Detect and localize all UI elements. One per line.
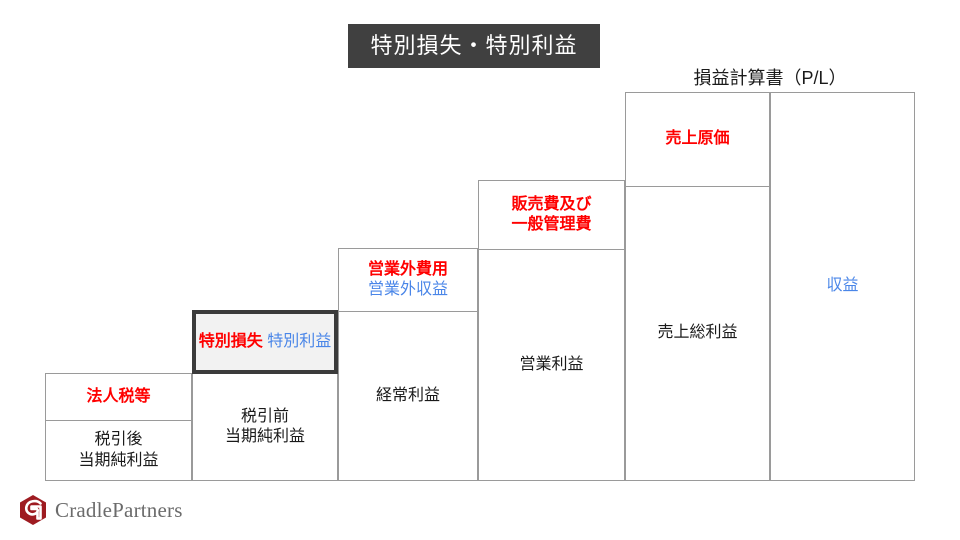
column-after-tax: 法人税等 税引後 当期純利益 [45,373,192,481]
cell-revenue: 収益 [771,93,914,480]
label-gross-profit: 売上総利益 [657,324,738,342]
label-non-operating-income: 営業外収益 [367,281,448,298]
cell-corporate-tax: 法人税等 [46,374,191,420]
label-net-income-after-tax: 税引後 当期純利益 [78,430,158,471]
pl-statement-header: 損益計算書（P/L） [693,68,847,88]
title-text: 特別損失・特別利益 [370,33,578,58]
label-sga-expenses: 販売費及び 一般管理費 [511,195,591,236]
cell-cost-of-sales: 売上原価 [626,93,769,186]
cell-sga-expenses: 販売費及び 一般管理費 [479,181,624,249]
label-pretax-net-income-line1: 税引前 [240,407,289,425]
cell-pretax-net-income: 税引前 当期純利益 [193,373,337,480]
column-gross-profit: 売上原価 売上総利益 [625,92,770,481]
column-ordinary-profit: 営業外費用 営業外収益 経常利益 [338,248,478,481]
label-cost-of-sales: 売上原価 [665,130,730,148]
cell-non-operating-items: 営業外費用 営業外収益 [339,249,477,311]
label-net-income-after-tax-line2: 当期純利益 [78,451,159,469]
cell-operating-profit: 営業利益 [479,249,624,480]
label-sga-line2: 一般管理費 [511,216,592,233]
cell-special-items-highlighted: 特別損失 特別利益 [192,310,338,374]
label-pretax-net-income: 税引前 当期純利益 [225,407,305,448]
label-operating-profit: 営業利益 [519,355,584,373]
label-corporate-tax: 法人税等 [86,387,151,405]
label-ordinary-profit: 経常利益 [375,386,440,404]
cradle-partners-hexagon-icon [18,494,48,526]
logo-wordmark: CradlePartners [55,497,183,522]
cell-ordinary-profit: 経常利益 [339,311,477,480]
label-net-income-after-tax-line1: 税引後 [94,431,143,449]
label-pretax-net-income-line2: 当期純利益 [224,428,305,445]
label-revenue: 収益 [826,277,859,295]
title-banner: 特別損失・特別利益 [348,24,600,68]
label-non-operating-items: 営業外費用 営業外収益 [368,260,448,301]
label-special-items: 特別損失 特別利益 [199,332,331,352]
column-operating-profit: 販売費及び 一般管理費 営業利益 [478,180,625,481]
cell-gross-profit: 売上総利益 [626,186,769,480]
label-sga-line1: 販売費及び [511,195,592,213]
column-revenue: 収益 [770,92,915,481]
label-special-gain: 特別利益 [267,332,332,350]
label-special-loss: 特別損失 [198,332,263,350]
company-logo: CradlePartners [18,494,183,526]
label-non-operating-expense: 営業外費用 [367,260,448,278]
cell-net-income-after-tax: 税引後 当期純利益 [46,420,191,480]
